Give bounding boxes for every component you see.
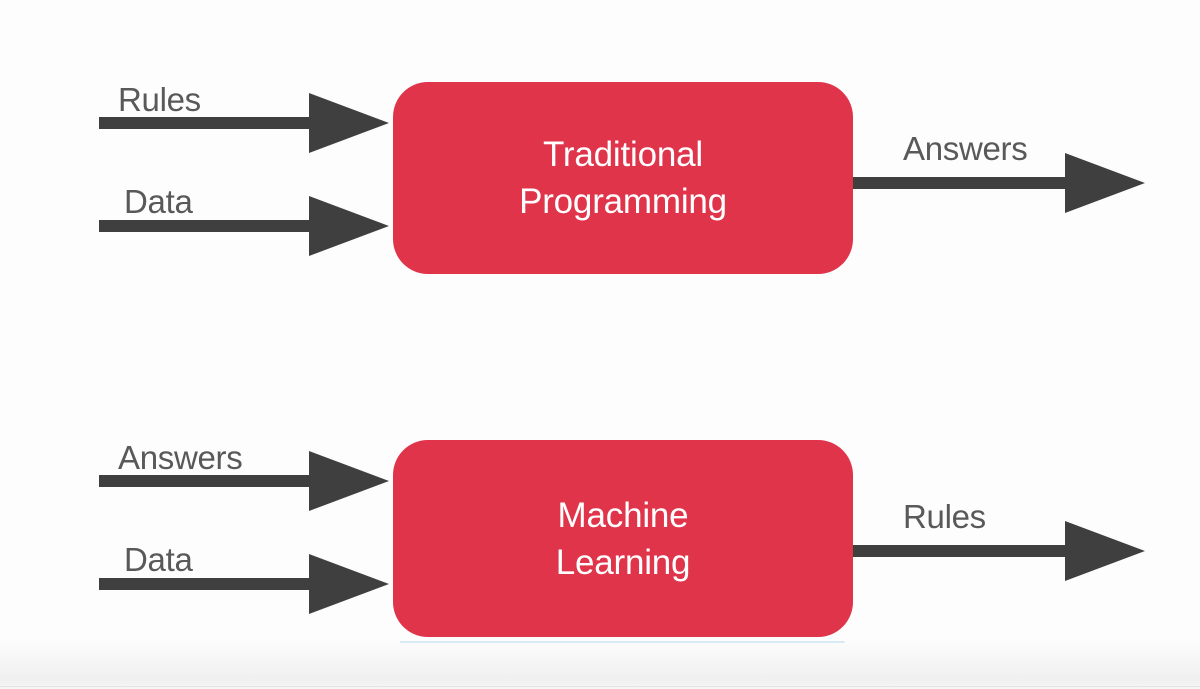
output-label-answers: Answers — [903, 130, 1028, 167]
arrow-shaft — [853, 545, 1067, 557]
arrow-shaft — [99, 475, 311, 487]
box-title-line: Learning — [555, 542, 691, 582]
output-arrow-answers — [853, 153, 1145, 213]
arrow-head-icon — [309, 554, 389, 614]
box-title-line: Machine — [557, 495, 689, 535]
input-label-data: Data — [124, 183, 193, 220]
input-label-answers: Answers — [118, 439, 243, 476]
arrow-head-icon — [1065, 153, 1145, 213]
input-label-rules: Rules — [118, 81, 201, 118]
arrow-shaft — [99, 117, 311, 129]
input-label-data: Data — [124, 541, 193, 578]
output-arrow-rules — [853, 521, 1145, 581]
input-arrow-data — [99, 554, 389, 614]
arrow-shaft — [853, 177, 1067, 189]
box-title-line: Traditional — [543, 135, 703, 174]
arrow-shaft — [99, 578, 311, 590]
process-box-traditional-programming: Traditional Programming — [393, 82, 853, 274]
input-arrow-rules — [99, 93, 389, 153]
box-title-line: Programming — [519, 182, 727, 221]
arrow-head-icon — [309, 93, 389, 153]
arrow-head-icon — [309, 451, 389, 511]
bottom-gradient — [0, 639, 1200, 689]
arrow-shaft — [99, 220, 311, 232]
input-arrow-data — [99, 196, 389, 256]
arrow-head-icon — [309, 196, 389, 256]
input-arrow-answers — [99, 451, 389, 511]
output-label-rules: Rules — [903, 498, 986, 535]
process-box-machine-learning: Machine Learning — [393, 440, 853, 637]
arrow-head-icon — [1065, 521, 1145, 581]
